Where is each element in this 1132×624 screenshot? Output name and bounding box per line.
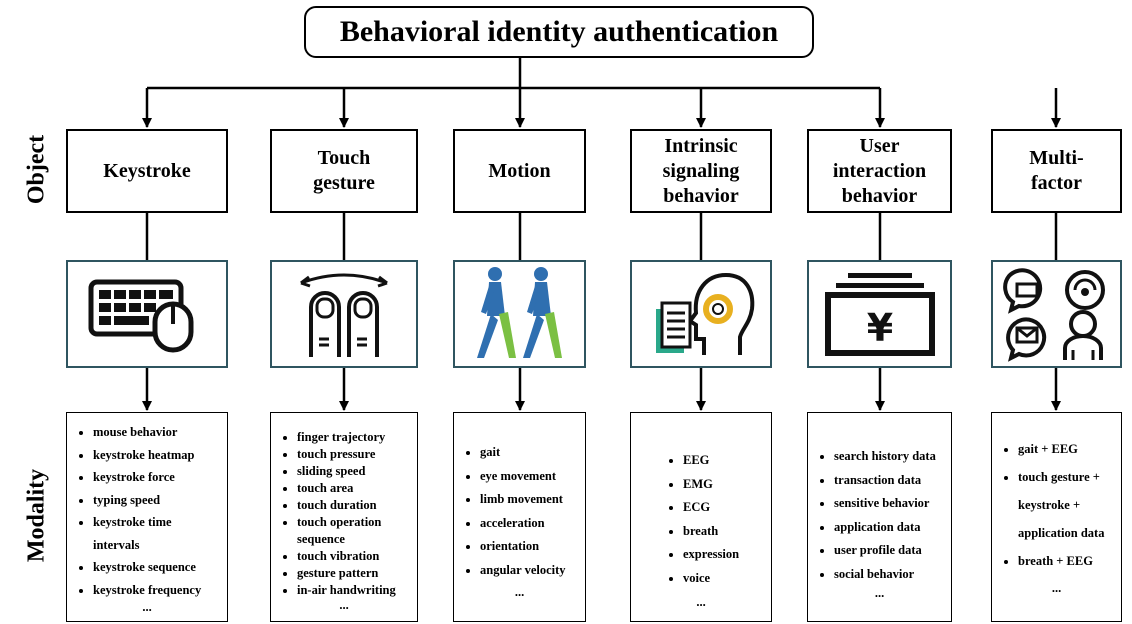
list-item: keystroke time intervals bbox=[93, 511, 221, 556]
list-item: in-air handwriting bbox=[297, 582, 411, 599]
list-item: finger trajectory bbox=[297, 429, 411, 446]
keyboard-mouse-icon bbox=[66, 260, 228, 368]
object-box-intrinsic-signaling: Intrinsic signaling behavior bbox=[630, 129, 772, 213]
list-item: breath bbox=[683, 520, 765, 544]
list-item: limb movement bbox=[480, 488, 579, 512]
list-item: gait + EEG bbox=[1018, 435, 1115, 463]
list-item: mouse behavior bbox=[93, 421, 221, 444]
object-row-label: Object bbox=[23, 134, 50, 205]
list-item: keystroke frequency bbox=[93, 579, 221, 602]
list-item: social behavior bbox=[834, 563, 945, 587]
list-item: keystroke heatmap bbox=[93, 444, 221, 467]
yen-screen-icon: ¥ bbox=[807, 260, 952, 368]
list-item: gait bbox=[480, 441, 579, 465]
list-item: transaction data bbox=[834, 469, 945, 493]
modality-box-multi-factor: gait + EEG touch gesture + keystroke + a… bbox=[991, 412, 1122, 622]
diagram-title: Behavioral identity authentication bbox=[304, 6, 814, 58]
list-item: angular velocity bbox=[480, 559, 579, 583]
ellipsis: ... bbox=[514, 585, 525, 599]
list-item: breath + EEG bbox=[1018, 547, 1115, 575]
chat-user-icon bbox=[991, 260, 1122, 368]
list-item: orientation bbox=[480, 535, 579, 559]
list-item: EEG bbox=[683, 449, 765, 473]
list-item: voice bbox=[683, 567, 765, 591]
object-box-user-interaction: User interaction behavior bbox=[807, 129, 952, 213]
list-item: sensitive behavior bbox=[834, 492, 945, 516]
list-item: touch operation sequence bbox=[297, 514, 411, 548]
list-item: touch vibration bbox=[297, 548, 411, 565]
list-item: ECG bbox=[683, 496, 765, 520]
modality-box-intrinsic-signaling: EEG EMG ECG breath expression voice ... bbox=[630, 412, 772, 622]
object-box-touch-gesture: Touch gesture bbox=[270, 129, 418, 213]
ellipsis: ... bbox=[142, 600, 152, 614]
modality-box-user-interaction: search history data transaction data sen… bbox=[807, 412, 952, 622]
modality-box-touch-gesture: finger trajectory touch pressure sliding… bbox=[270, 412, 418, 622]
list-item: touch gesture + keystroke + application … bbox=[1018, 463, 1115, 547]
ellipsis: ... bbox=[696, 595, 706, 609]
list-item: expression bbox=[683, 543, 765, 567]
list-item: gesture pattern bbox=[297, 565, 411, 582]
modality-box-motion: gait eye movement limb movement accelera… bbox=[453, 412, 586, 622]
object-box-multi-factor: Multi-factor bbox=[991, 129, 1122, 213]
list-item: user profile data bbox=[834, 539, 945, 563]
list-item: touch duration bbox=[297, 497, 411, 514]
ellipsis: ... bbox=[874, 586, 885, 600]
list-item: touch area bbox=[297, 480, 411, 497]
walking-figures-icon bbox=[453, 260, 586, 368]
object-box-motion: Motion bbox=[453, 129, 586, 213]
object-box-keystroke: Keystroke bbox=[66, 129, 228, 213]
svg-text:¥: ¥ bbox=[866, 306, 892, 350]
modality-box-keystroke: mouse behavior keystroke heatmap keystro… bbox=[66, 412, 228, 622]
list-item: eye movement bbox=[480, 465, 579, 489]
list-item: typing speed bbox=[93, 489, 221, 512]
list-item: keystroke sequence bbox=[93, 556, 221, 579]
list-item: search history data bbox=[834, 445, 945, 469]
list-item: EMG bbox=[683, 473, 765, 497]
list-item: acceleration bbox=[480, 512, 579, 536]
head-signal-icon bbox=[630, 260, 772, 368]
ellipsis: ... bbox=[339, 598, 349, 612]
list-item: keystroke force bbox=[93, 466, 221, 489]
list-item: sliding speed bbox=[297, 463, 411, 480]
list-item: application data bbox=[834, 516, 945, 540]
two-finger-swipe-icon bbox=[270, 260, 418, 368]
modality-row-label: Modality bbox=[23, 468, 50, 563]
ellipsis: ... bbox=[1051, 581, 1062, 595]
list-item: touch pressure bbox=[297, 446, 411, 463]
